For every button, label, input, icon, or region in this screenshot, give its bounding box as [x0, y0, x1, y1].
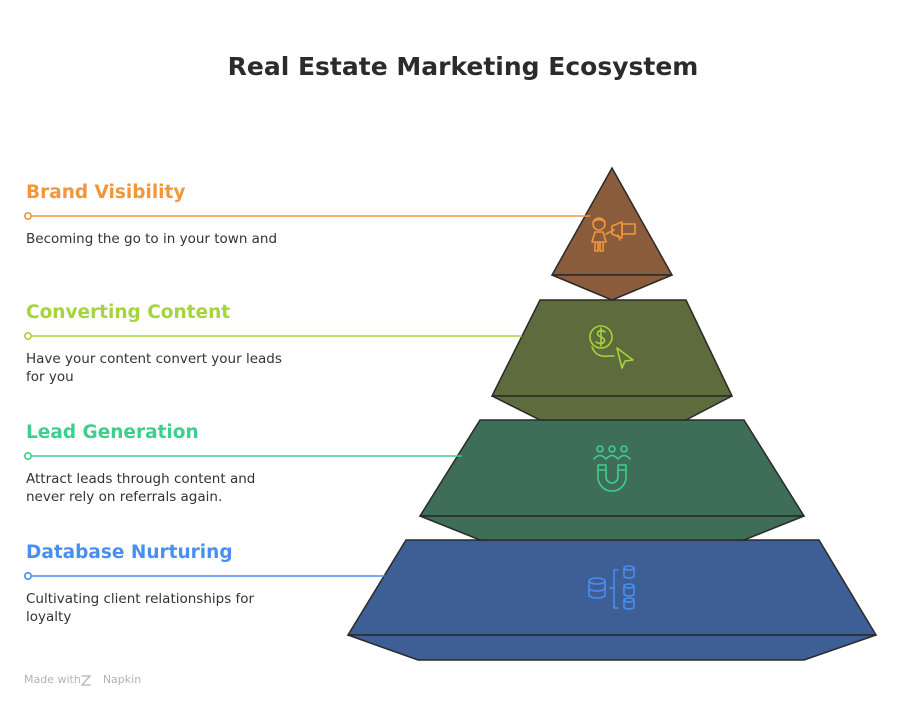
made-with-footer[interactable]: Made with Napkin [24, 673, 141, 686]
pyramid-layer-database-nurturing [346, 539, 878, 661]
pyramid-layer-brand-visibility [550, 166, 674, 301]
connector-brand-visibility [23, 212, 590, 221]
connector-database-nurturing [23, 571, 385, 580]
connector-lead-generation [23, 451, 462, 460]
layer-face [490, 299, 734, 397]
layer-base [551, 274, 673, 301]
database-network-icon [588, 565, 635, 610]
megaphone-person-icon [591, 217, 636, 252]
layer-label-brand-visibility: Brand Visibility [26, 182, 186, 203]
dollar-cursor-icon [589, 325, 634, 369]
layer-description-database-nurturing: Cultivating client relationships for loy… [26, 591, 255, 625]
pyramid-layer-converting-content [490, 299, 734, 421]
layer-description-converting-content: Have your content convert your leads for… [26, 351, 282, 385]
layer-label-lead-generation: Lead Generation [26, 422, 199, 443]
layer-description-lead-generation: Attract leads through content and never … [26, 471, 256, 505]
layer-base [491, 395, 733, 421]
footer-prefix: Made with [24, 673, 81, 686]
layer-face [550, 166, 674, 276]
layer-label-converting-content: Converting Content [26, 302, 231, 323]
layer-face [418, 419, 806, 517]
napkin-logo-icon [80, 675, 92, 686]
layer-base [419, 515, 805, 541]
layer-base [347, 634, 877, 661]
page-title: Real Estate Marketing Ecosystem [227, 52, 699, 81]
connector-converting-content [23, 331, 522, 340]
footer-brand: Napkin [102, 673, 142, 686]
magnet-people-icon [593, 445, 631, 492]
pyramid-layer-lead-generation [418, 419, 806, 541]
layer-label-database-nurturing: Database Nurturing [26, 542, 233, 563]
layer-description-brand-visibility: Becoming the go to in your town and [26, 231, 278, 247]
